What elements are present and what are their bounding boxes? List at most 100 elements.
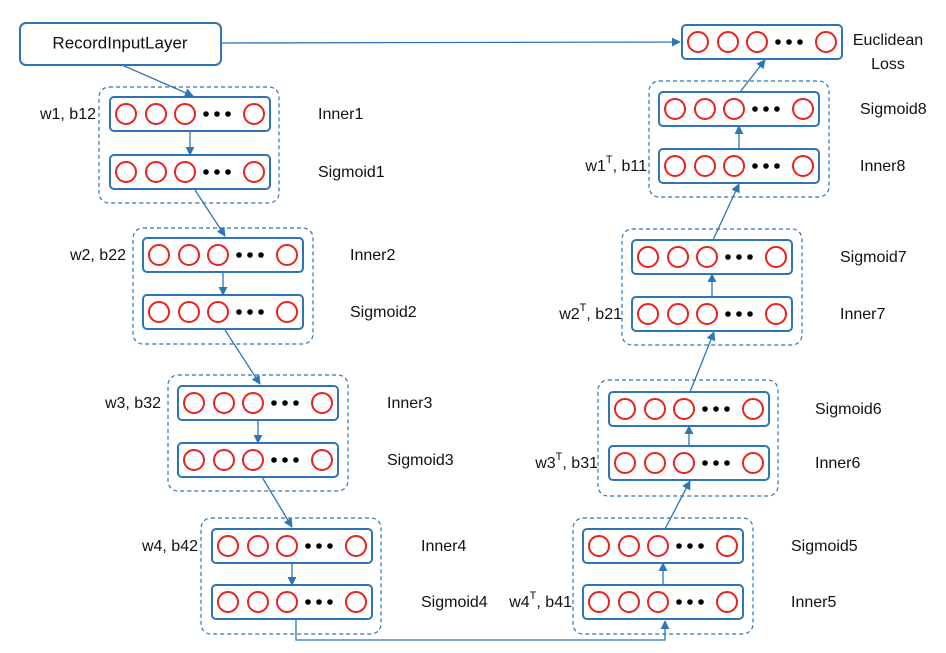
ellipsis-dot xyxy=(698,543,704,549)
neuron xyxy=(178,301,200,323)
ellipsis-dot xyxy=(676,599,682,605)
ellipsis-dot xyxy=(698,599,704,605)
inner-layer-label: Inner1 xyxy=(318,106,363,123)
neuron xyxy=(673,452,695,474)
neuron xyxy=(247,535,269,557)
sigmoid-layer-label: Sigmoid8 xyxy=(860,101,927,118)
ellipsis-dot xyxy=(225,169,231,175)
ellipsis-dot xyxy=(724,406,730,412)
neuron xyxy=(243,103,265,125)
ellipsis-dot xyxy=(774,106,780,112)
neuron xyxy=(276,591,298,613)
group6-to-group7-arrow xyxy=(689,331,716,393)
layer-group xyxy=(572,517,754,635)
neuron xyxy=(207,244,229,266)
neuron xyxy=(145,161,167,183)
neuron xyxy=(694,98,716,120)
sigmoid8-to-loss-arrow xyxy=(739,59,766,93)
record-input-layer-box xyxy=(19,22,222,66)
encoder-params-label: w3, b32 xyxy=(104,395,161,412)
layer-box xyxy=(109,96,271,132)
neuron xyxy=(183,449,205,471)
inner-layer-label: Inner7 xyxy=(840,306,885,323)
neuron xyxy=(717,31,739,53)
ellipsis-dot xyxy=(713,406,719,412)
layer-box xyxy=(142,237,304,273)
neuron xyxy=(213,449,235,471)
neuron xyxy=(644,452,666,474)
input-to-inner1-arrow xyxy=(121,64,194,97)
ellipsis-dot xyxy=(214,111,220,117)
ellipsis-dot xyxy=(736,254,742,260)
neuron xyxy=(667,246,689,268)
ellipsis-dot xyxy=(316,543,322,549)
ellipsis-dot xyxy=(271,457,277,463)
layer-box xyxy=(177,385,339,421)
sigmoid-layer-label: Sigmoid4 xyxy=(421,594,488,611)
ellipsis-dot xyxy=(702,460,708,466)
inner-layer-label: Inner5 xyxy=(791,594,836,611)
neuron xyxy=(247,591,269,613)
neuron xyxy=(345,535,367,557)
neuron xyxy=(716,535,738,557)
neuron xyxy=(183,392,205,414)
neuron xyxy=(664,98,686,120)
neuron xyxy=(148,244,170,266)
ellipsis-dot xyxy=(724,460,730,466)
neuron xyxy=(174,103,196,125)
sigmoid-layer-label: Sigmoid7 xyxy=(840,249,907,266)
sigmoid-layer-label: Sigmoid3 xyxy=(387,452,454,469)
input-to-loss-arrow xyxy=(220,37,681,47)
decoder-params-label: w1T, b11 xyxy=(584,154,647,175)
neuron xyxy=(178,244,200,266)
ellipsis-dot xyxy=(293,400,299,406)
sigmoid-layer-label: Sigmoid6 xyxy=(815,401,882,418)
group2-to-group3-arrow xyxy=(224,329,261,385)
group1-to-group2-arrow xyxy=(194,189,226,237)
neuron xyxy=(311,392,333,414)
neuron xyxy=(614,452,636,474)
neuron xyxy=(647,535,669,557)
inner-layer-label: Inner2 xyxy=(350,247,395,264)
ellipsis-dot xyxy=(702,406,708,412)
neuron xyxy=(213,392,235,414)
layer-box xyxy=(658,91,820,127)
sigmoid-layer-label: Sigmoid5 xyxy=(791,538,858,555)
loss-label-line1: Euclidean xyxy=(853,32,923,49)
ellipsis-dot xyxy=(786,39,792,45)
neuron xyxy=(644,398,666,420)
neuron xyxy=(746,31,768,53)
encoder-params-label: w4, b42 xyxy=(141,538,198,555)
neuron xyxy=(242,449,264,471)
encoder-params-label: w2, b22 xyxy=(69,247,126,264)
ellipsis-dot xyxy=(247,252,253,258)
neuron xyxy=(723,155,745,177)
layer-box xyxy=(608,391,770,427)
ellipsis-dot xyxy=(293,457,299,463)
ellipsis-dot xyxy=(747,311,753,317)
ellipsis-dot xyxy=(258,252,264,258)
layer-box xyxy=(582,584,744,620)
neuron xyxy=(696,303,718,325)
ellipsis-dot xyxy=(271,400,277,406)
layer-box xyxy=(658,148,820,184)
group7-to-group8-arrow xyxy=(712,183,740,241)
decoder-params-label: w3T, b31 xyxy=(534,451,598,472)
layer-box xyxy=(109,154,271,190)
neuron xyxy=(115,103,137,125)
ellipsis-dot xyxy=(214,169,220,175)
neuron xyxy=(667,303,689,325)
ellipsis-dot xyxy=(725,311,731,317)
neuron xyxy=(174,161,196,183)
layer-group xyxy=(98,86,280,204)
layer-box xyxy=(631,239,793,275)
ellipsis-dot xyxy=(763,163,769,169)
ellipsis-dot xyxy=(305,543,311,549)
neuron xyxy=(694,155,716,177)
ellipsis-dot xyxy=(752,163,758,169)
neuron xyxy=(742,452,764,474)
layer-box xyxy=(608,445,770,481)
sigmoid4-to-inner5-connector xyxy=(295,619,670,641)
neuron xyxy=(242,392,264,414)
